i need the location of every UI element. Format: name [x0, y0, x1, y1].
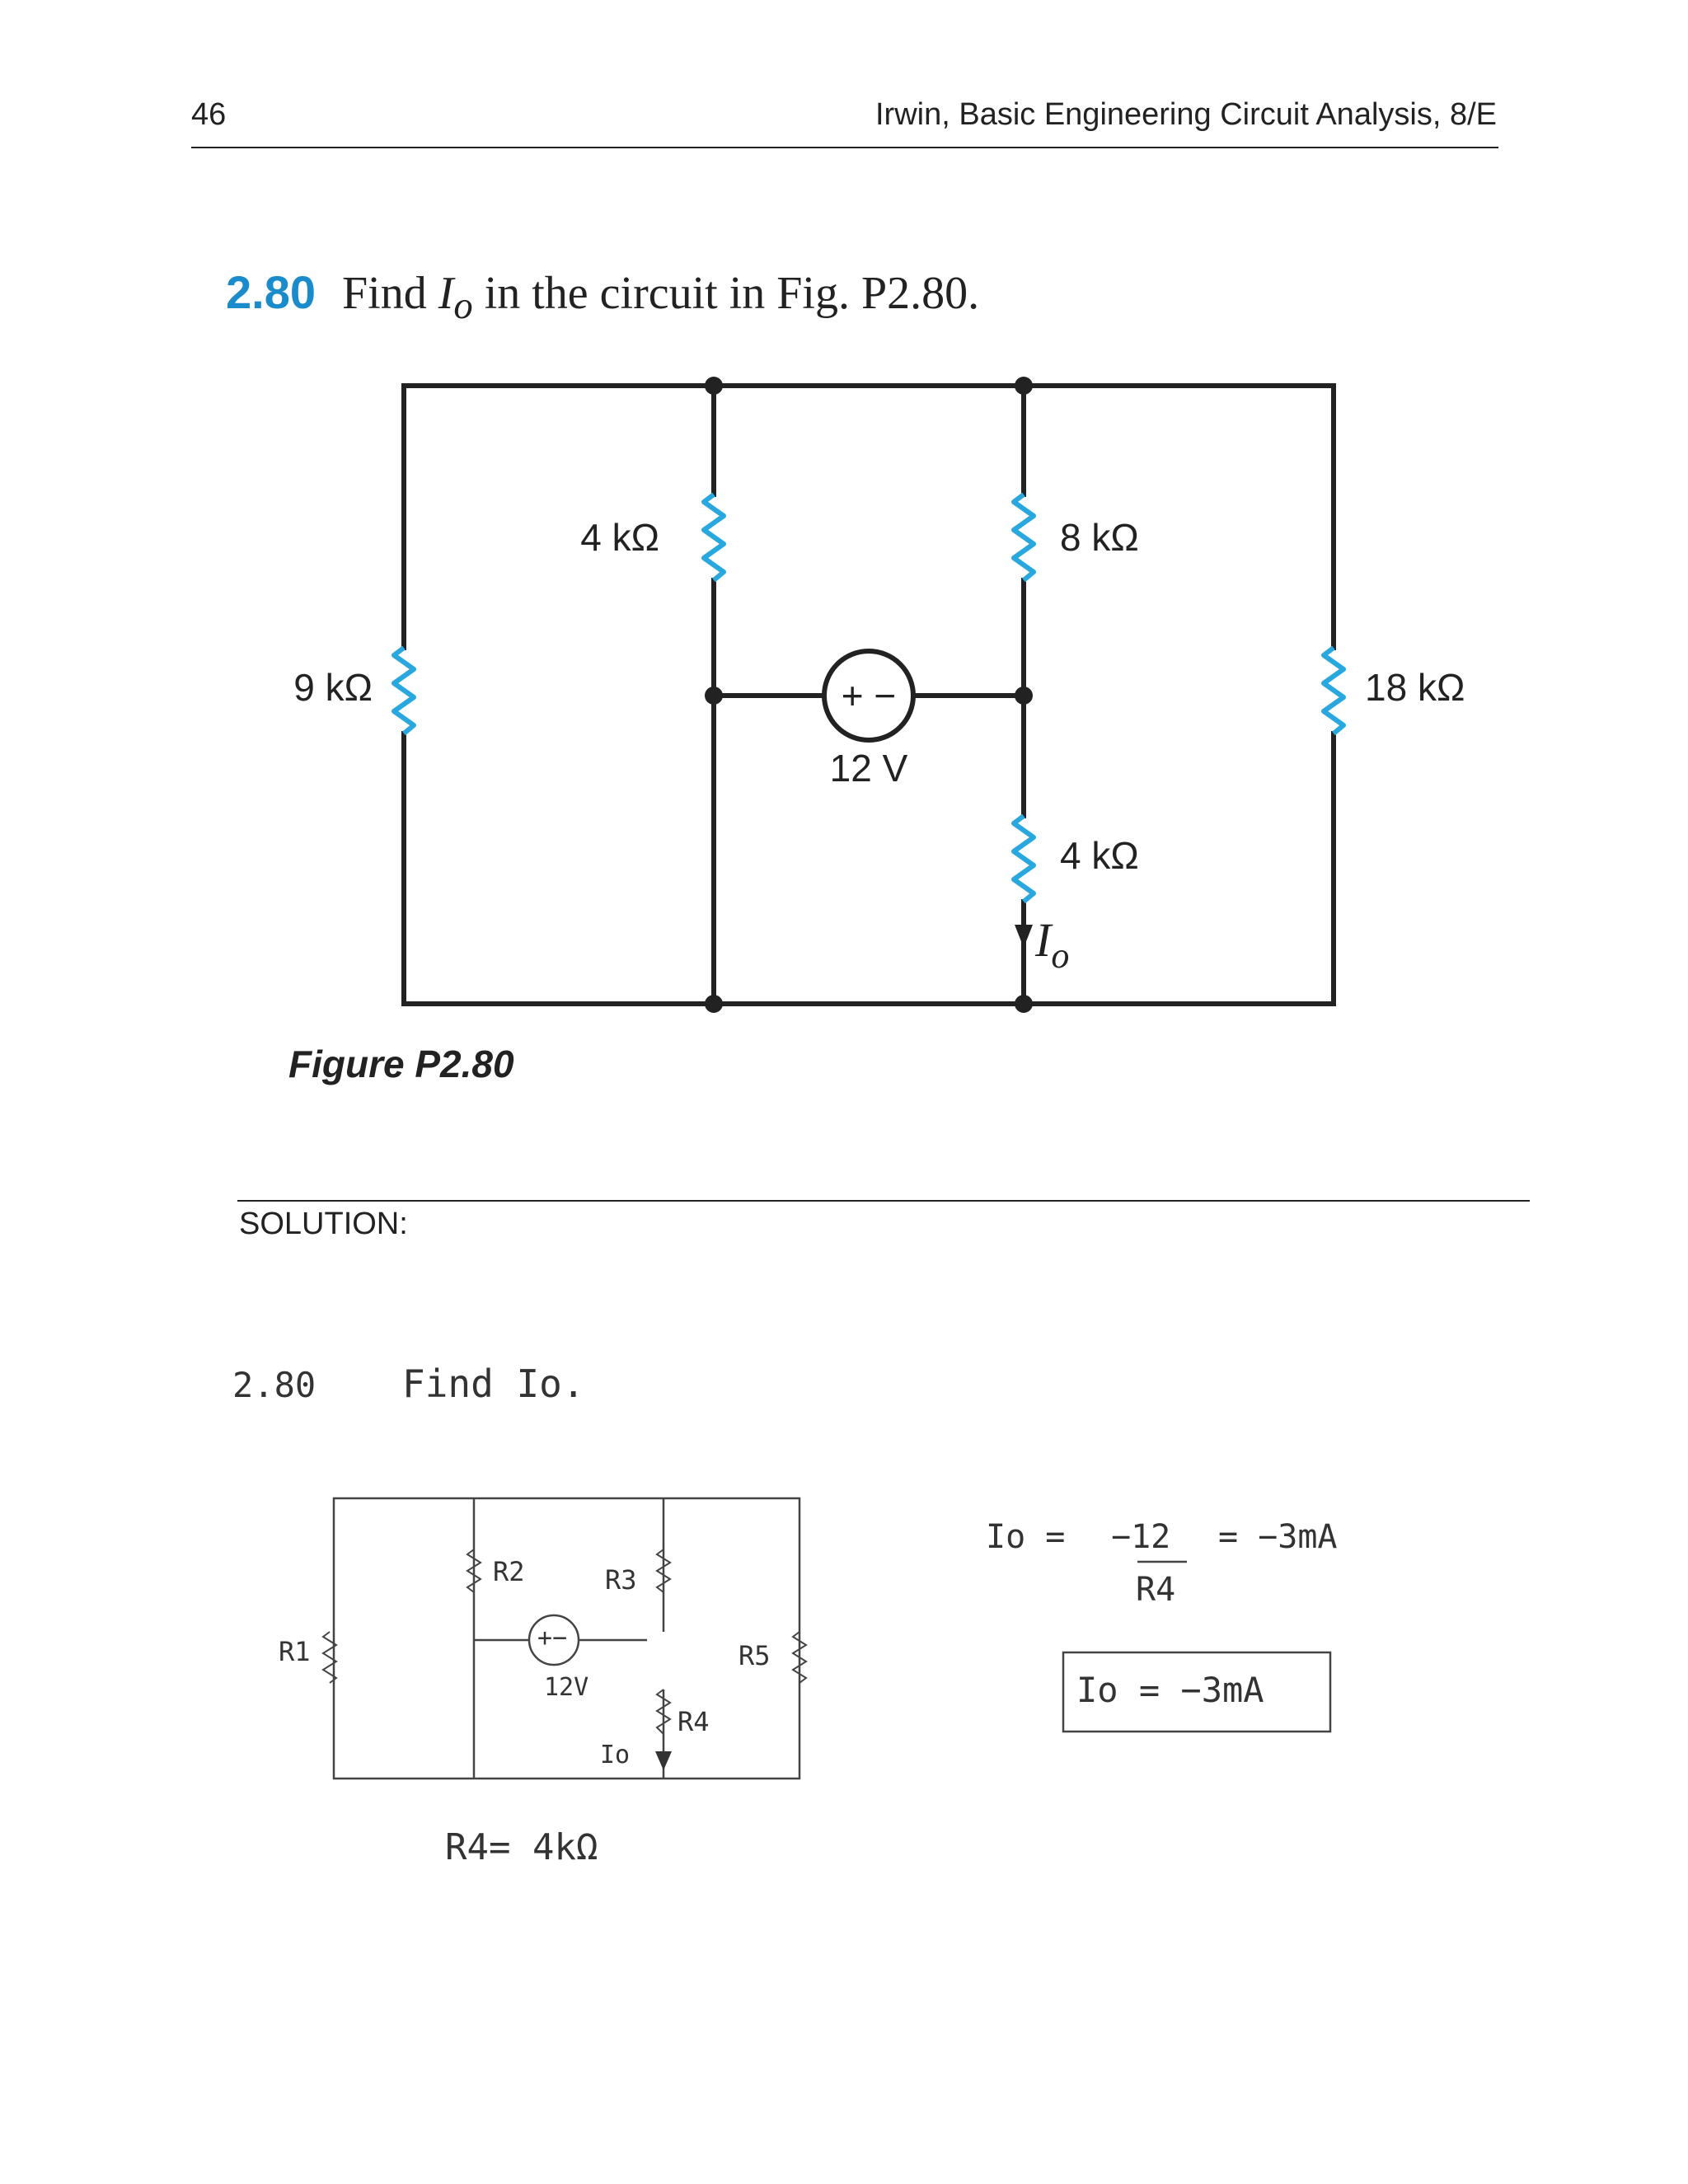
- running-title: Irwin, Basic Engineering Circuit Analysi…: [875, 97, 1497, 132]
- solution-label: SOLUTION:: [239, 1207, 408, 1241]
- hand-label-r5: R5: [738, 1640, 771, 1671]
- hand-problem-number: 2.80: [232, 1365, 316, 1405]
- resistor-9k: [392, 645, 416, 736]
- hand-label-12v: 12V: [544, 1673, 589, 1702]
- label-12v: 12 V: [830, 747, 908, 790]
- hand-boxed-answer: Io = −3mA: [1076, 1670, 1264, 1710]
- figure-caption: Figure P2.80: [288, 1043, 514, 1085]
- hand-eq-result: = −3mA: [1218, 1518, 1338, 1556]
- hand-label-source: +−: [537, 1624, 568, 1652]
- hand-r4-value: R4= 4kΩ: [445, 1826, 598, 1868]
- hand-label-r2: R2: [493, 1556, 525, 1587]
- resistor-8k: [1011, 492, 1036, 583]
- problem-number: 2.80: [226, 266, 316, 318]
- label-8k: 8 kΩ: [1060, 516, 1139, 559]
- hand-label-r4: R4: [678, 1706, 710, 1737]
- junction-dots: [705, 377, 1033, 1013]
- current-arrow-icon: [1015, 925, 1033, 948]
- solution-rule: [237, 1200, 1530, 1202]
- hand-sketch: [321, 1497, 1332, 1780]
- hand-task: Find Io.: [402, 1361, 585, 1406]
- resistor-18k: [1321, 645, 1346, 736]
- hand-eq-denominator: R4: [1136, 1571, 1176, 1609]
- label-4k-bottom: 4 kΩ: [1060, 834, 1139, 877]
- problem-statement: 2.80 Find Io in the circuit in Fig. P2.8…: [226, 265, 979, 328]
- label-4k-top: 4 kΩ: [580, 516, 659, 559]
- resistor-4k-bottom: [1011, 813, 1036, 904]
- header-rule: [191, 147, 1498, 148]
- hand-label-r3: R3: [605, 1564, 637, 1596]
- source-polarity: + −: [842, 674, 897, 717]
- page-number: 46: [191, 97, 227, 132]
- hand-eq-numerator: −12: [1111, 1518, 1171, 1556]
- hand-label-current: Io: [600, 1741, 631, 1769]
- label-current: Io: [1034, 913, 1069, 976]
- hand-current-arrow-icon: [655, 1751, 672, 1770]
- voltage-source: [822, 649, 916, 743]
- hand-label-r1: R1: [279, 1636, 311, 1667]
- label-18k: 18 kΩ: [1365, 666, 1465, 709]
- problem-text: Find Io in the circuit in Fig. P2.80.: [342, 268, 980, 328]
- resistors: [392, 492, 1346, 904]
- label-9k: 9 kΩ: [293, 666, 373, 709]
- hand-eq-lhs: Io =: [986, 1518, 1066, 1556]
- resistor-4k-top: [701, 492, 726, 583]
- problem-variable: I: [438, 268, 454, 319]
